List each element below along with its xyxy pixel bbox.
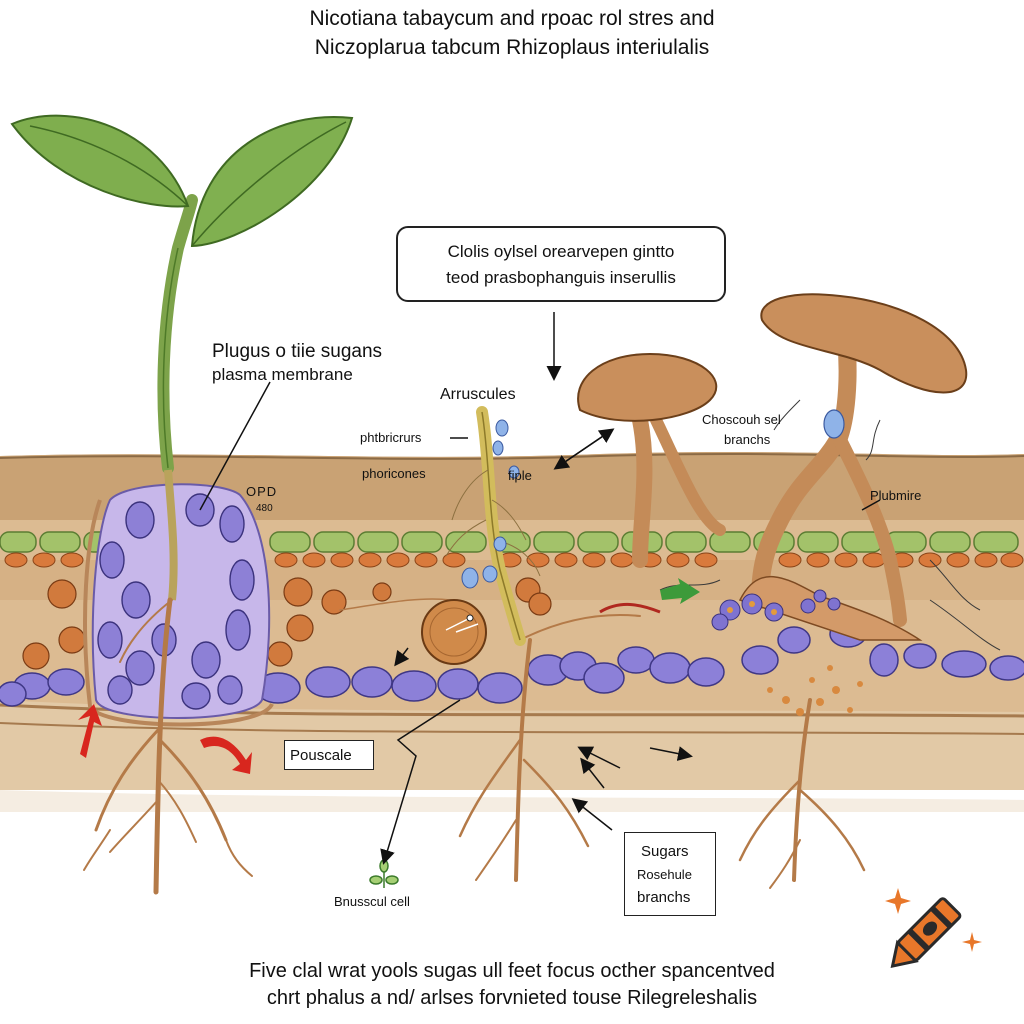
crayon-icon [885,888,982,969]
label-opd: OPD [246,484,278,499]
root-nodule [83,483,274,727]
callout-box: Clolis oylsel orearvepen gintto teod pra… [396,226,726,302]
label-box-sugars: Sugars Rosehule branchs [624,832,716,916]
label-sugars-line-2: Rosehule [637,867,692,882]
caption-line-1: Five clal wrat yools sugas ull feet focu… [249,960,775,982]
green-arrow-icon [660,578,700,604]
label-bnusscul-cell: Bnusscul cell [334,894,410,909]
label-phtbricurus: phtbricrurs [360,430,422,445]
label-plubmire: Plubmire [870,488,922,503]
sparkle-icon [885,888,982,952]
label-opd-number: 480 [256,503,273,514]
spore-ball [421,599,487,665]
title-line-2: Niczoplarua tabcum Rhizoplaus interiulal… [314,36,710,59]
label-sugars-line-1: Sugars [641,843,689,860]
label-sugars-line-3: branchs [637,889,691,906]
label-choscouh-line-2: branchs [724,432,771,447]
label-plugus-line-1: Plugus o tiie sugans [212,341,383,362]
root-system [83,597,866,895]
callout-line-2: teod prasbophanguis inserullis [446,268,676,287]
diagram-caption: Five clal wrat yools sugas ull feet focu… [0,958,1024,1012]
diagram-title: Nicotiana tabaycum and rpoac rol stres a… [0,4,1024,62]
orange-spores [22,577,552,670]
green-cell-band [0,531,1019,553]
label-arruscules: Arruscules [440,386,516,403]
fungus-fruiting-bodies [577,293,1001,651]
seedling-sprout [369,859,399,888]
label-fiple: fiple [508,468,532,483]
leader-lines [199,312,881,865]
arbuscule-strand [445,406,541,646]
caption-line-2: chrt phalus a nd/ arlses forvnieted tous… [266,987,758,1009]
red-arrows [78,704,252,774]
nutrient-dots [767,665,863,716]
title-line-1: Nicotiana tabaycum and rpoac rol stres a… [309,7,715,30]
callout-line-1: Clolis oylsel orearvepen gintto [447,242,675,261]
label-choscouh-line-1: Choscouh sel [702,412,781,427]
plant-stem [157,194,198,601]
label-box-pouscale: Pouscale [284,740,374,770]
label-plugus-line-2: plasma membrane [212,365,353,384]
label-phoricones: phoricones [362,466,426,481]
label-pouscale: Pouscale [290,747,352,764]
plant-leaves [10,114,354,248]
